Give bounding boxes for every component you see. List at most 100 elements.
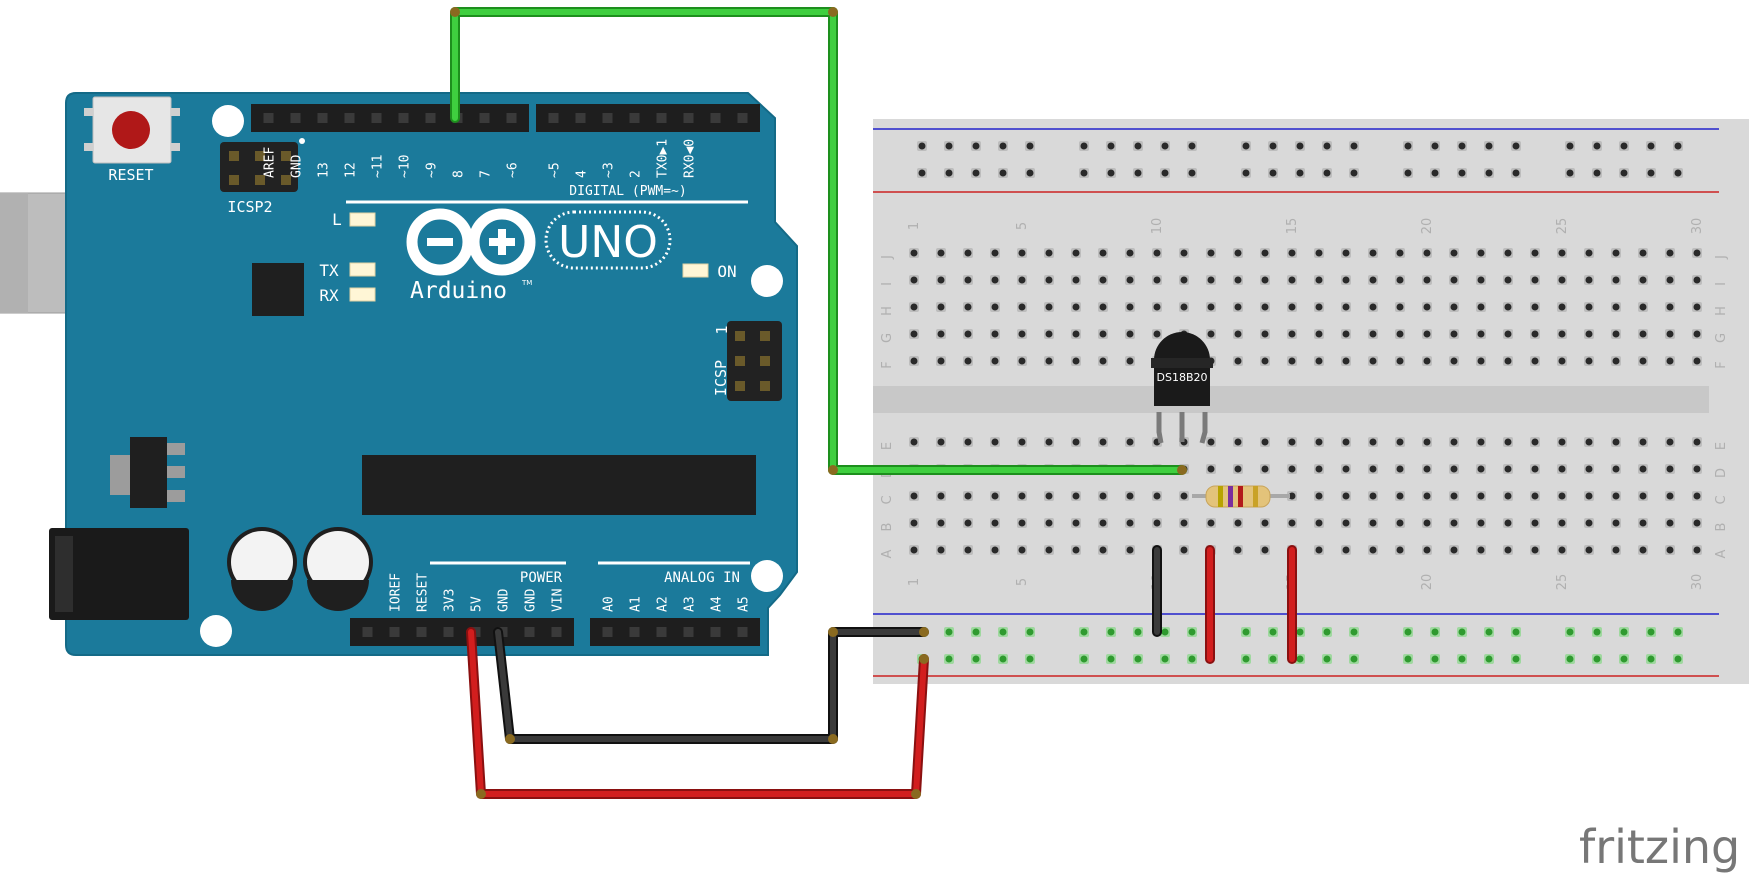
rail-hole-center [1404,628,1412,636]
breadboard-hole-center [1666,330,1674,338]
breadboard-hole-center [991,519,999,527]
breadboard-hole-center [1261,276,1269,284]
breadboard-hole-center [1639,492,1647,500]
pin-label: A4 [710,596,725,612]
rail-hole-center [1431,142,1439,150]
breadboard-hole-center [1045,357,1053,365]
breadboard-hole-center [1666,249,1674,257]
breadboard-hole-center [1018,276,1026,284]
header-pin[interactable] [602,113,613,123]
rail-hole-center [1566,628,1574,636]
analog-header [590,618,760,646]
rail-hole-center [1080,628,1088,636]
row-letter: I [1714,282,1729,286]
header-pin[interactable] [710,627,721,637]
breadboard-hole-center [1612,276,1620,284]
header-pin[interactable] [548,113,559,123]
header-pin[interactable] [479,113,490,123]
header-body [350,618,574,646]
header-pin[interactable] [575,113,586,123]
breadboard-hole-center [1126,276,1134,284]
breadboard-hole-center [1342,303,1350,311]
rail-hole-center [1296,628,1304,636]
breadboard-hole-center [1261,546,1269,554]
breadboard-hole-center [1072,438,1080,446]
header-pin[interactable] [416,627,427,637]
breadboard-hole-center [1423,465,1431,473]
pin-label: ~11 [371,155,386,178]
header-pin[interactable] [737,113,748,123]
rail-hole-center [1323,628,1331,636]
header-pin[interactable] [602,627,613,637]
header-pin[interactable] [656,113,667,123]
breadboard-hole-center [1585,249,1593,257]
column-number: 20 [1420,218,1435,235]
power-jack [49,528,189,620]
rail-hole-center [1242,655,1250,663]
header-pin[interactable] [710,113,721,123]
row-letter: A [880,549,895,558]
header-pin[interactable] [344,113,355,123]
breadboard-hole-center [1585,330,1593,338]
header-pin[interactable] [683,113,694,123]
breadboard-hole-center [1207,330,1215,338]
rail-hole-center [1242,169,1250,177]
breadboard-hole-center [1180,303,1188,311]
header-pin[interactable] [263,113,274,123]
breadboard-hole-center [1531,519,1539,527]
header-pin[interactable] [506,113,517,123]
breadboard-hole-center [1693,438,1701,446]
row-letter: C [880,495,895,504]
breadboard-hole-center [1477,249,1485,257]
rail-hole-center [1242,628,1250,636]
analog-caption: ANALOG IN [664,570,740,586]
header-pin[interactable] [683,627,694,637]
breadboard-hole-center [1504,330,1512,338]
header-pin[interactable] [629,113,640,123]
header-pin[interactable] [290,113,301,123]
rail-hole-center [1242,142,1250,150]
breadboard-hole-center [1126,249,1134,257]
breadboard-hole-center [1342,492,1350,500]
breadboard-hole-center [1693,330,1701,338]
power-caption: POWER [520,570,563,586]
header-pin[interactable] [425,113,436,123]
rail-hole-center [1620,169,1628,177]
rail-hole-center [1350,628,1358,636]
reset-button[interactable] [84,96,180,164]
breadboard-hole-center [1099,276,1107,284]
header-pin[interactable] [317,113,328,123]
header-pin[interactable] [398,113,409,123]
breadboard-hole-center [937,276,945,284]
breadboard-hole-center [1585,492,1593,500]
header-pin[interactable] [443,627,454,637]
header-pin[interactable] [362,627,373,637]
breadboard-hole-center [1423,276,1431,284]
breadboard-hole-center [1396,465,1404,473]
rail-hole-center [1323,655,1331,663]
wire-red-power [466,627,929,799]
rail-hole-center [1485,655,1493,663]
header-pin[interactable] [629,627,640,637]
header-pin[interactable] [524,627,535,637]
breadboard-hole-center [1585,276,1593,284]
header-pin[interactable] [371,113,382,123]
rail-hole-center [1080,169,1088,177]
breadboard-hole-center [1315,546,1323,554]
rail-hole-center [1593,169,1601,177]
row-letter: D [1714,468,1729,478]
breadboard-hole-center [964,519,972,527]
header-pin[interactable] [551,627,562,637]
header-pin[interactable] [656,627,667,637]
breadboard-hole-center [1558,546,1566,554]
led-tx [349,262,376,277]
header-pin[interactable] [737,627,748,637]
breadboard-hole-center [937,303,945,311]
header-pin[interactable] [389,627,400,637]
breadboard-hole-center [1072,492,1080,500]
breadboard-hole-center [1531,303,1539,311]
